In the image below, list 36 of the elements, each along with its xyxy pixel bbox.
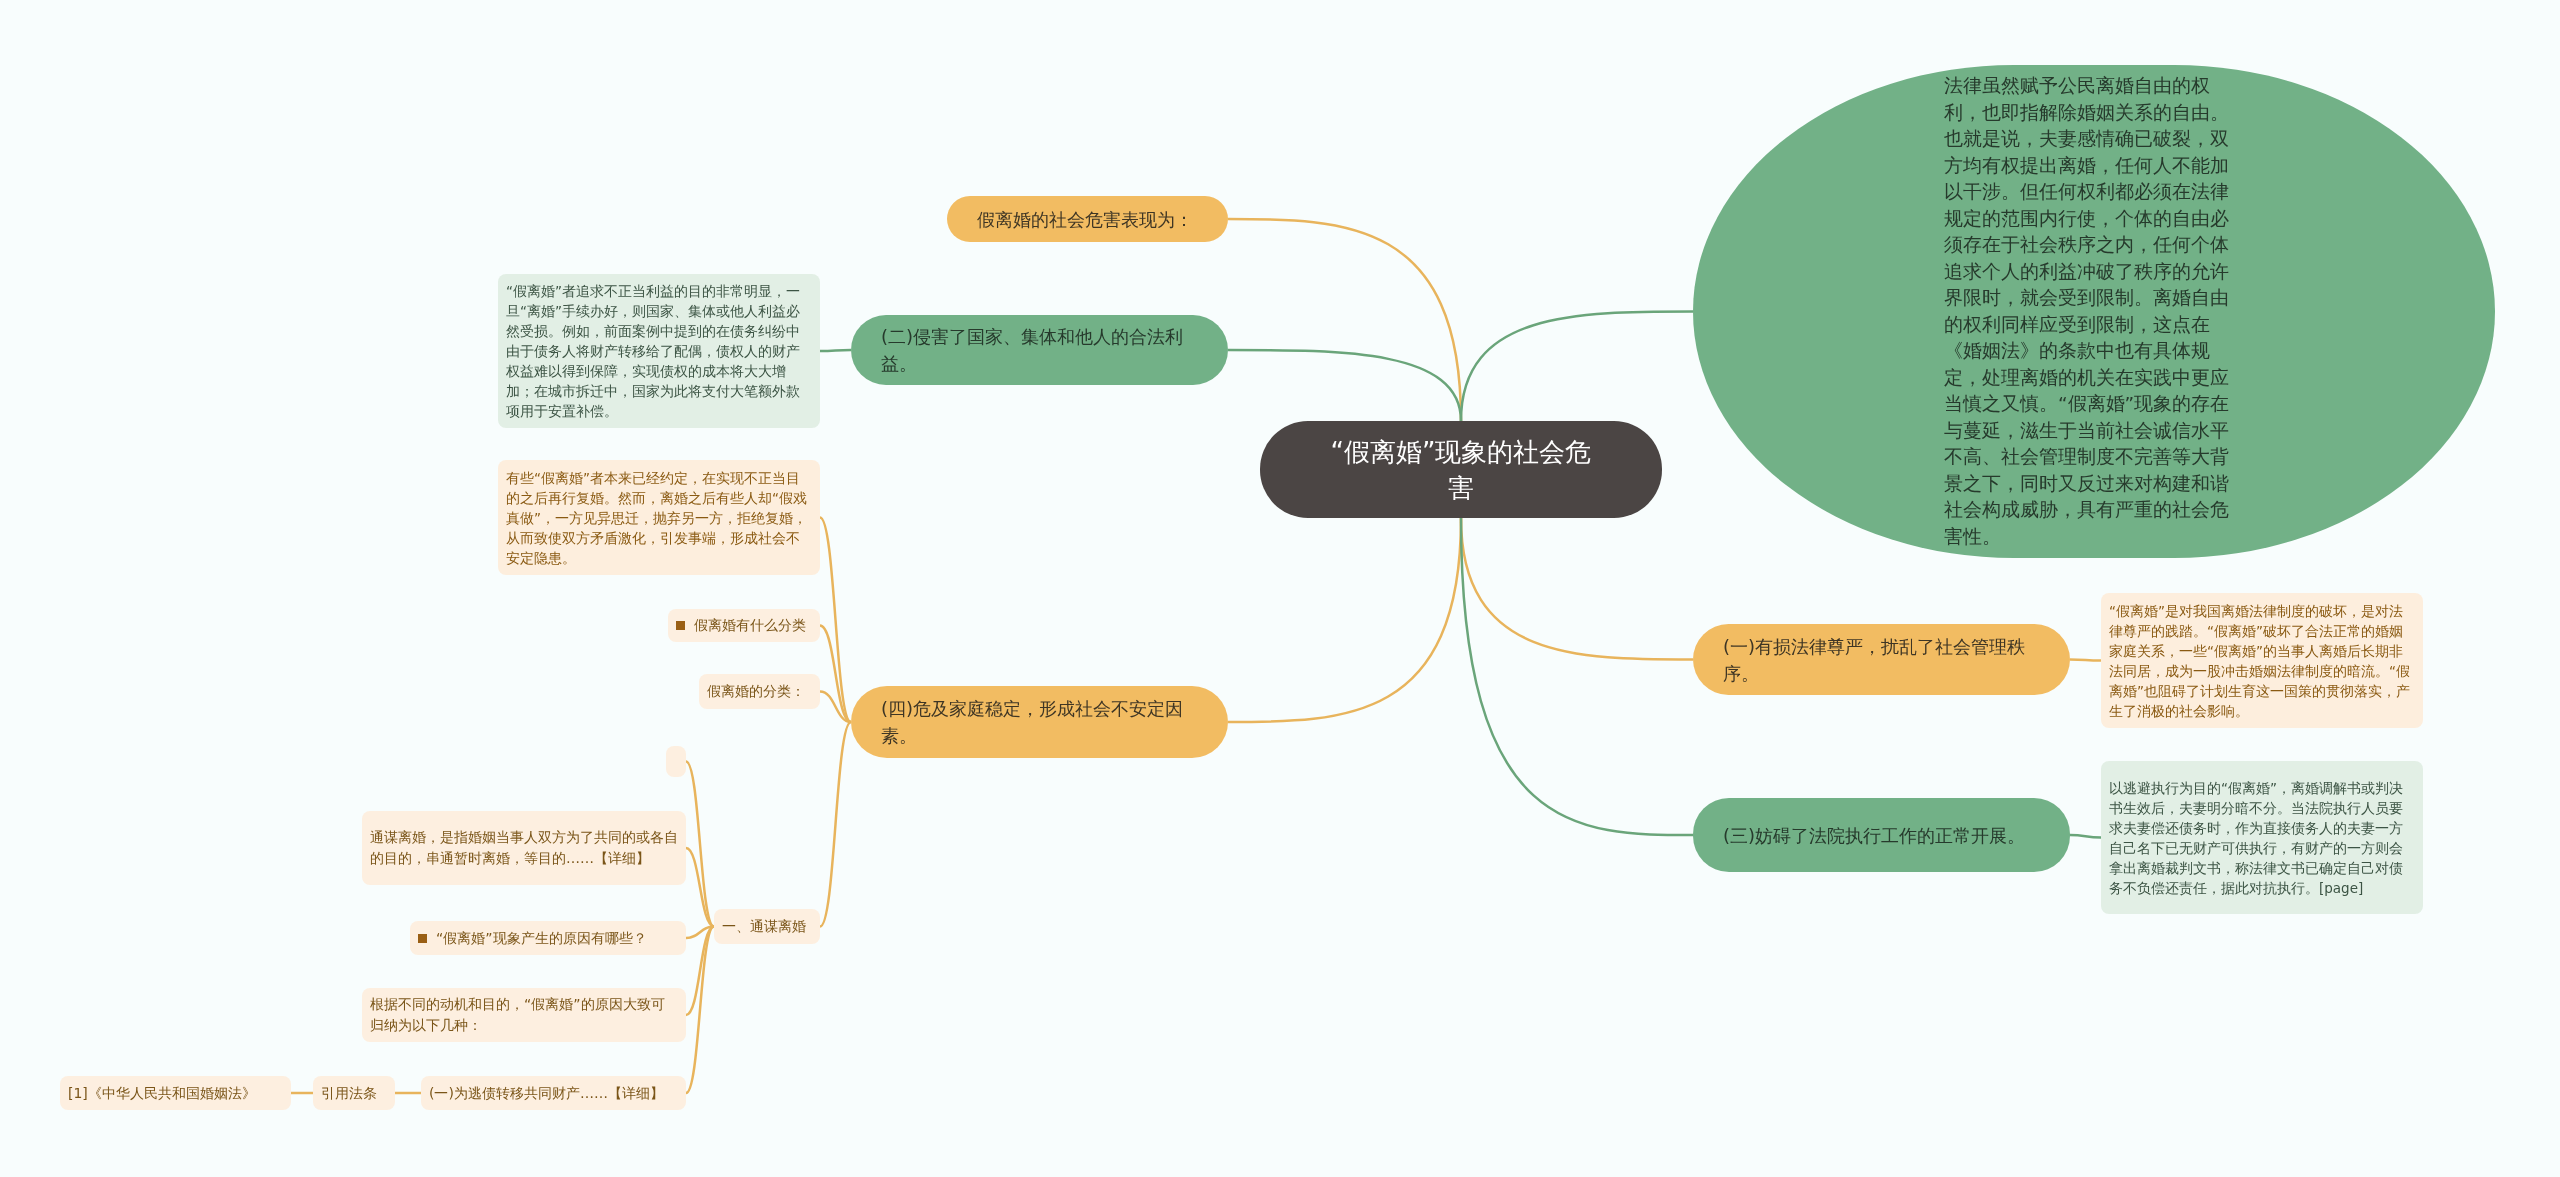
connector-line bbox=[685, 760, 715, 928]
subtopic-box: 通谋离婚，是指婚姻当事人双方为了共同的或各自的目的，串通暂时离婚，等目的……【详细】 bbox=[362, 811, 686, 885]
note-box: “假离婚”者追求不正当利益的目的非常明显，一旦“离婚”手续办好，则国家、集体或他人利益必然受损。例如，前面案例中提到的在债务纠纷中由于债务人将财产转移给了配偶，债权人的财产权益难以得到保障，实现债权的成本将大大增加；在城市拆迁中，国家为此将支付大笔额外款项用于安置补偿。 bbox=[498, 274, 820, 428]
connector-line bbox=[685, 925, 715, 1017]
connector-line bbox=[2070, 833, 2101, 839]
note-box: “假离婚”是对我国离婚法律制度的破坏，是对法律尊严的践踏。“假离婚”破坏了合法正常的婚姻家庭关系，一些“假离婚”的当事人离婚后长期非法同居，成为一股冲击婚姻法律制度的暗流。“假离婚”也阻碍了计划生育这一国策的贯彻落实，产生了消极的社会影响。 bbox=[2101, 593, 2423, 728]
topic-pill: (一)有损法律尊严，扰乱了社会管理秩序。 bbox=[1693, 624, 2070, 695]
connector-line bbox=[291, 1091, 313, 1095]
subtopic-box bbox=[410, 921, 686, 955]
connector-line bbox=[2070, 658, 2101, 662]
subtopic-box: 根据不同的动机和目的，“假离婚”的原因大致可归纳为以下几种： bbox=[362, 988, 686, 1042]
subtopic-box bbox=[668, 609, 820, 642]
connector-line bbox=[1459, 310, 1693, 422]
note-box: 以逃避执行为目的“假离婚”，离婚调解书或判决书生效后，夫妻明分暗不分。当法院执行人员要求夫妻偿还债务时，作为直接债务人的夫妻一方自己名下已无财产可供执行，有财产的一方则会拿出离婚裁判文书，称法律文书已确定自己对债务不负偿还责任，据此对抗执行。[page] bbox=[2101, 761, 2423, 914]
subtopic-box: 引用法条 bbox=[313, 1076, 395, 1110]
subtopic-box: [1]《中华人民共和国婚姻法》 bbox=[60, 1076, 291, 1110]
connector-line bbox=[820, 348, 851, 353]
note-box: 有些“假离婚”者本来已经约定，在实现不正当目的之后再行复婚。然而，离婚之后有些人却“假戏真做”，一方见异思迁，抛弃另一方，拒绝复婚，从而致使双方矛盾激化，引发事端，形成社会不安定隐患。 bbox=[498, 460, 820, 575]
connector-line bbox=[819, 721, 852, 928]
topic-pill: (三)妨碍了法院执行工作的正常开展。 bbox=[1693, 798, 2070, 872]
connector-line bbox=[1459, 517, 1693, 837]
topic-text: 法律虽然赋予公民离婚自由的权利，也即指解除婚姻关系的自由。也就是说，夫妻感情确已破裂，双方均有权提出离婚，任何人不能加以干涉。但任何权利都必须在法律规定的范围内行使，个体的自由必须存在于社会秩序之内，任何个体追求个人的利益冲破了秩序的允许界限时，就会受到限制。离婚自由的权利同样应受到限制，这点在《婚姻法》的条款中也有具体规定，处理离婚的机关在实践中更应当慎之又慎。“假离婚”现象的存在与蔓延，滋生于当前社会诚信水平不高、社会管理制度不完善等大背景之下，同时又反过来对构建和谐社会构成威胁，具有严重的社会危害性。 bbox=[1944, 74, 2231, 549]
topic-text: “假离婚”现象产生的原因有哪些？ bbox=[436, 928, 647, 948]
subtopic-box: (一)为逃债转移共同财产……【详细】 bbox=[421, 1076, 686, 1110]
topic-pill: (四)危及家庭稳定，形成社会不安定因素。 bbox=[851, 686, 1228, 758]
subtopic-box: 假离婚的分类： bbox=[699, 674, 820, 709]
topic-text: 假离婚有什么分类 bbox=[694, 616, 806, 635]
empty-box bbox=[666, 746, 686, 777]
connector-line bbox=[395, 1091, 421, 1095]
connector-line bbox=[685, 925, 715, 1094]
topic-pill: 假离婚的社会危害表现为： bbox=[947, 196, 1228, 242]
connector-line bbox=[819, 624, 852, 724]
subtopic-box: 一、通谋离婚 bbox=[714, 909, 820, 944]
central-topic: “假离婚”现象的社会危害 bbox=[1260, 421, 1662, 518]
connector-line bbox=[819, 690, 852, 724]
topic-pill: (二)侵害了国家、集体和他人的合法利益。 bbox=[851, 315, 1228, 385]
